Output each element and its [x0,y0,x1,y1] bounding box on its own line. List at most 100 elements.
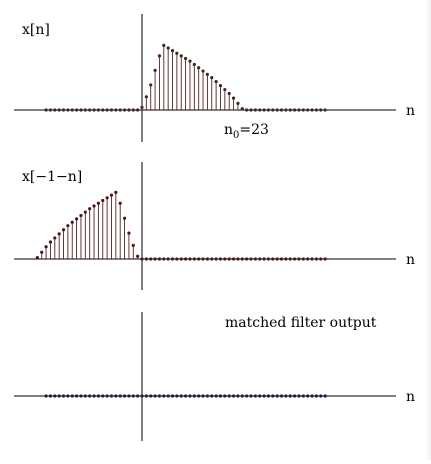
sample-point-19 [223,257,227,261]
sample-point--3 [127,108,131,112]
sample-point--2 [131,394,135,398]
sample-point-6 [166,257,170,261]
stem-group [36,192,139,259]
axis-label-n: n [406,103,415,119]
sample-point-26 [253,108,257,112]
sample-point-35 [293,257,297,261]
sample-point-9 [179,257,183,261]
sample-point-27 [258,108,262,112]
sample-point--12 [88,108,92,112]
sample-point-7 [170,49,175,53]
axis-label-n: n [406,252,415,268]
sample-point-16 [210,76,214,80]
sample-point-32 [279,108,284,112]
sample-point--9 [101,108,105,112]
sample-point--21 [48,108,53,112]
sample-point-16 [210,394,214,398]
sample-point--22 [44,245,48,249]
sample-point-14 [201,257,205,261]
sample-point-16 [210,257,214,261]
sample-point-24 [245,257,249,261]
sample-point-12 [192,62,196,67]
sample-point--10 [96,394,100,398]
sample-point--15 [75,394,79,398]
sample-point--4 [122,394,127,398]
annotation-subscript: 0 [233,130,239,141]
sample-point-31 [275,394,279,398]
sample-point--3 [127,394,131,398]
sample-group [44,43,327,112]
sample-point-37 [301,394,305,398]
sample-point--17 [66,224,70,228]
axis-label-n: n [406,389,415,405]
sample-point-20 [227,257,231,261]
sample-point--7 [109,108,114,112]
sample-point-12 [192,257,196,261]
sample-point--20 [53,394,57,398]
sample-point-23 [240,257,244,261]
sample-point-33 [284,257,288,261]
sample-point-13 [197,66,201,70]
sample-point-24 [245,394,249,398]
sample-point-38 [306,257,310,261]
sample-point--19 [57,394,61,398]
sample-point-12 [192,394,196,398]
sample-point-23 [240,394,244,398]
sample-point-32 [279,394,284,398]
annotation-base: n [224,122,233,138]
stem-group [141,45,243,110]
sample-point-34 [288,257,292,261]
sample-point-40 [314,108,318,112]
sample-point-41 [319,108,323,112]
sample-point--15 [75,108,79,112]
sample-point--18 [61,228,66,232]
sample-point--12 [88,394,92,398]
sample-point-15 [205,257,209,261]
sample-point--13 [83,108,87,112]
sample-point-8 [175,51,179,55]
sample-point--19 [57,232,61,236]
sample-group [44,394,327,398]
sample-point-10 [184,257,188,261]
sample-point-17 [214,257,218,261]
panel-title-x-reversed: x[−1−n] [22,169,82,185]
sample-point--8 [105,196,109,200]
sample-point-22 [236,101,240,105]
sample-point-29 [266,394,271,398]
sample-point-34 [288,108,292,112]
sample-point--24 [35,256,39,260]
sample-point-21 [231,257,236,261]
sample-point-36 [297,108,301,112]
sample-point-20 [227,394,231,398]
sample-point-29 [266,257,271,261]
sample-point--2 [131,108,135,112]
sample-point-21 [231,96,236,100]
sample-point-25 [249,257,253,261]
sample-point-37 [301,108,305,112]
sample-point-10 [184,56,188,61]
sample-point-32 [279,257,284,261]
sample-point-42 [323,394,327,398]
sample-point-39 [310,257,314,261]
sample-point-30 [271,108,275,112]
sample-point--16 [70,108,74,112]
sample-point--18 [61,394,66,398]
sample-point--7 [109,394,114,398]
sample-point--14 [79,108,83,112]
sample-point--18 [61,108,66,112]
sample-point-14 [201,69,205,73]
sample-point--17 [66,108,70,112]
sample-point-28 [262,257,266,261]
sample-point-41 [319,257,323,261]
sample-point-15 [205,394,209,398]
sample-point-42 [323,257,327,261]
sample-point--10 [96,201,100,205]
sample-point--4 [122,216,127,220]
sample-point--14 [79,394,83,398]
sample-point--21 [48,240,53,244]
panel-xn: x[n] n n0=23 [14,14,415,142]
sample-point-35 [293,108,297,112]
sample-point-38 [306,108,310,112]
sample-point-37 [301,257,305,261]
